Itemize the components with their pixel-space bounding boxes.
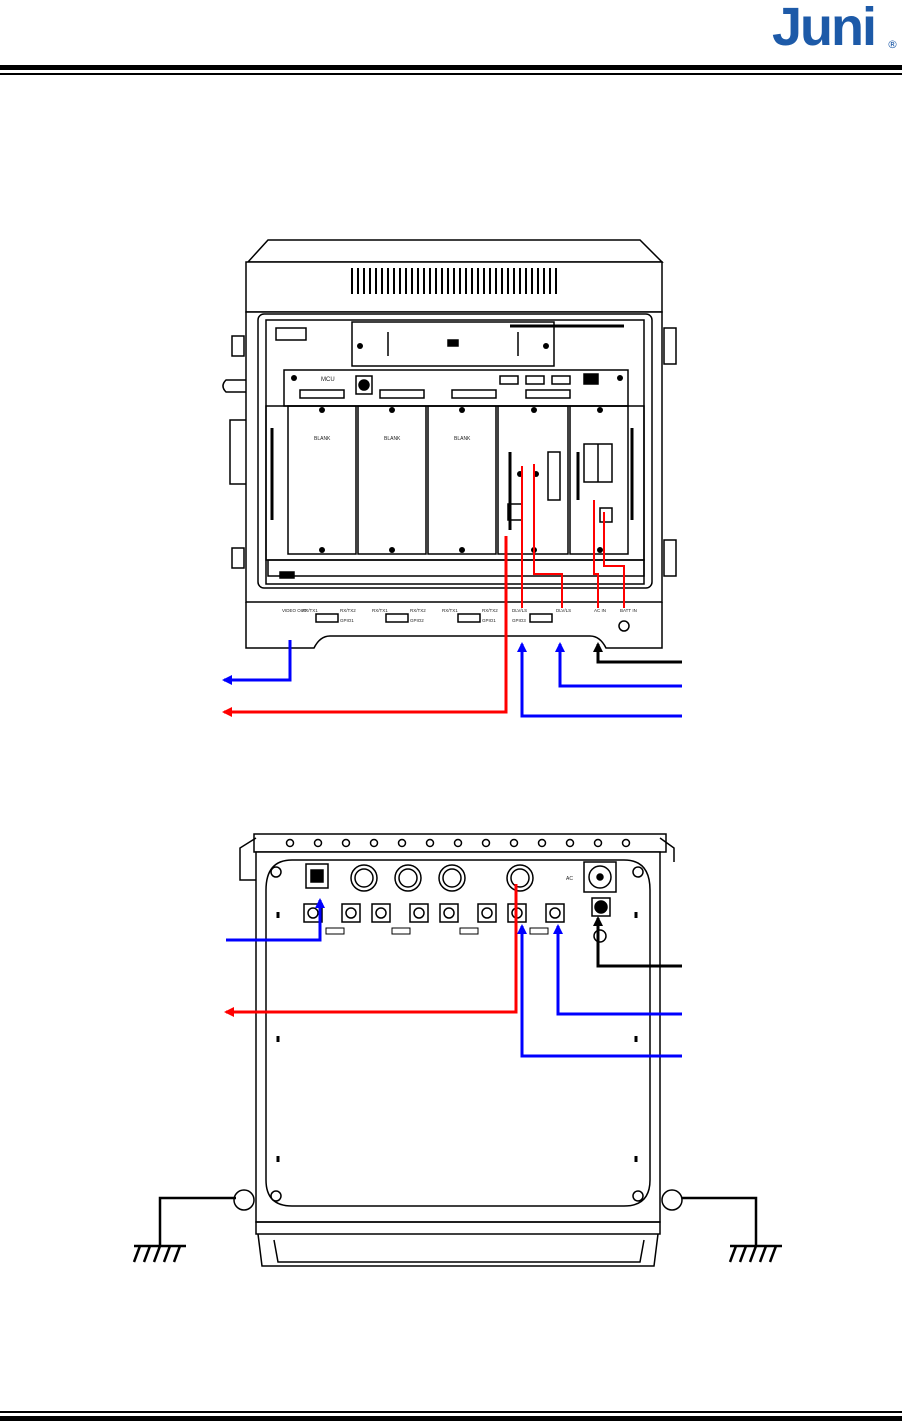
- bottom-ac-label: AC: [566, 876, 573, 882]
- port-label-dlvls-b: DLV/LS: [556, 608, 571, 613]
- port-label-rxtx1-a: RX/TX1: [302, 608, 318, 613]
- port-label-gpio2: GPIO2: [410, 618, 424, 623]
- blank-label-2: BLANK: [384, 436, 401, 442]
- port-label-gpio1-a: GPIO1: [340, 618, 354, 623]
- ground-symbol-right: [682, 1198, 782, 1262]
- bottom-view-drawing: [234, 834, 682, 1266]
- port-label-gpio3: GPIO3: [512, 618, 526, 623]
- ground-symbol-left: [134, 1198, 236, 1262]
- front-rack-drawing: [223, 240, 676, 648]
- port-label-ac-in: AC IN: [594, 608, 606, 613]
- vent-slots: [352, 268, 556, 294]
- mcu-label: MCU: [321, 377, 335, 383]
- blank-label-3: BLANK: [454, 436, 471, 442]
- port-label-rxtx2-b: RX/TX2: [410, 608, 426, 613]
- port-label-rxtx1-c: RX/TX1: [442, 608, 458, 613]
- port-label-rxtx2-c: RX/TX2: [482, 608, 498, 613]
- footer-rule-thin: [0, 1411, 902, 1413]
- port-label-rxtx2-a: RX/TX2: [340, 608, 356, 613]
- port-label-rxtx1-b: RX/TX1: [372, 608, 388, 613]
- port-label-batt-in: BATT IN: [620, 608, 637, 613]
- port-label-gpio1-b: GPIO1: [482, 618, 496, 623]
- footer-rule-thick: [0, 1416, 902, 1421]
- port-label-dlvls-a: DLV/LS: [512, 608, 527, 613]
- blank-label-1: BLANK: [314, 436, 331, 442]
